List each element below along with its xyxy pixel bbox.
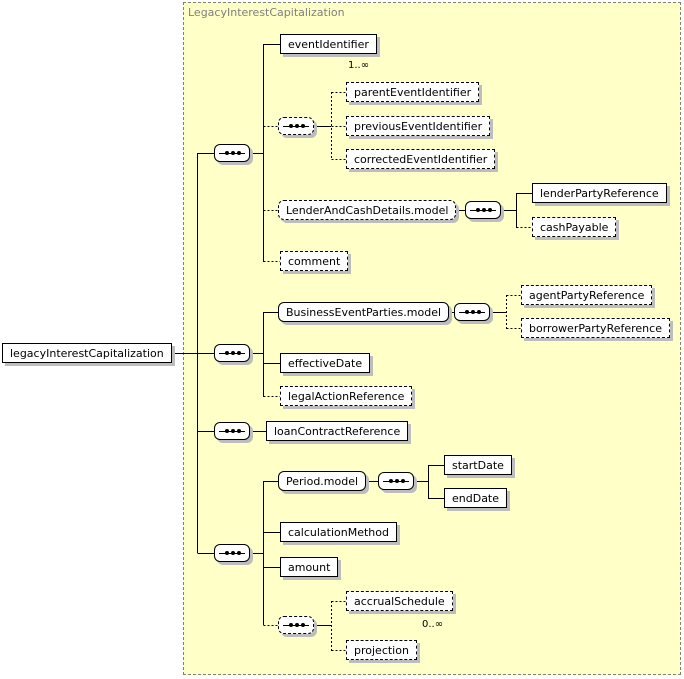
element-endDate[interactable]: endDate bbox=[444, 488, 508, 508]
sequence-icon bbox=[214, 144, 250, 162]
root-element[interactable]: legacyInterestCapitalization bbox=[2, 343, 172, 363]
element-accrualSchedule[interactable]: accrualSchedule bbox=[346, 591, 453, 611]
optional-sequence-icon bbox=[278, 117, 314, 135]
element-lenderPartyReference[interactable]: lenderPartyReference bbox=[532, 183, 667, 203]
element-projection[interactable]: projection bbox=[346, 640, 417, 660]
element-calculationMethod[interactable]: calculationMethod bbox=[280, 522, 397, 542]
element-parentEventIdentifier[interactable]: parentEventIdentifier bbox=[346, 82, 480, 102]
element-effectiveDate[interactable]: effectiveDate bbox=[280, 353, 371, 373]
element-legalActionReference[interactable]: legalActionReference bbox=[280, 386, 413, 406]
sequence-icon bbox=[214, 544, 250, 562]
complex-type-title: LegacyInterestCapitalization bbox=[188, 6, 345, 19]
element-cashPayable[interactable]: cashPayable bbox=[532, 217, 617, 237]
complex-type-box bbox=[183, 2, 681, 675]
cardinality-accrualSchedule: 0..∞ bbox=[422, 619, 444, 630]
element-correctedEventIdentifier[interactable]: correctedEventIdentifier bbox=[346, 149, 496, 169]
element-eventIdentifier[interactable]: eventIdentifier bbox=[280, 34, 377, 54]
element-agentPartyReference[interactable]: agentPartyReference bbox=[521, 285, 653, 305]
sequence-icon bbox=[465, 201, 501, 219]
sequence-icon bbox=[214, 422, 250, 440]
element-borrowerPartyReference[interactable]: borrowerPartyReference bbox=[521, 318, 670, 338]
sequence-icon bbox=[454, 303, 490, 321]
element-amount[interactable]: amount bbox=[280, 557, 339, 577]
element-loanContractReference[interactable]: loanContractReference bbox=[266, 421, 409, 441]
element-previousEventIdentifier[interactable]: previousEventIdentifier bbox=[346, 116, 491, 136]
group-LenderAndCashDetails[interactable]: LenderAndCashDetails.model bbox=[278, 200, 457, 220]
group-Period[interactable]: Period.model bbox=[278, 471, 367, 491]
sequence-icon bbox=[214, 344, 250, 362]
cardinality-eventIdentifier: 1..∞ bbox=[348, 60, 370, 71]
group-BusinessEventParties[interactable]: BusinessEventParties.model bbox=[278, 302, 450, 322]
element-startDate[interactable]: startDate bbox=[444, 455, 512, 475]
optional-sequence-icon bbox=[278, 616, 314, 634]
sequence-icon bbox=[378, 472, 414, 490]
element-comment[interactable]: comment bbox=[280, 251, 349, 271]
